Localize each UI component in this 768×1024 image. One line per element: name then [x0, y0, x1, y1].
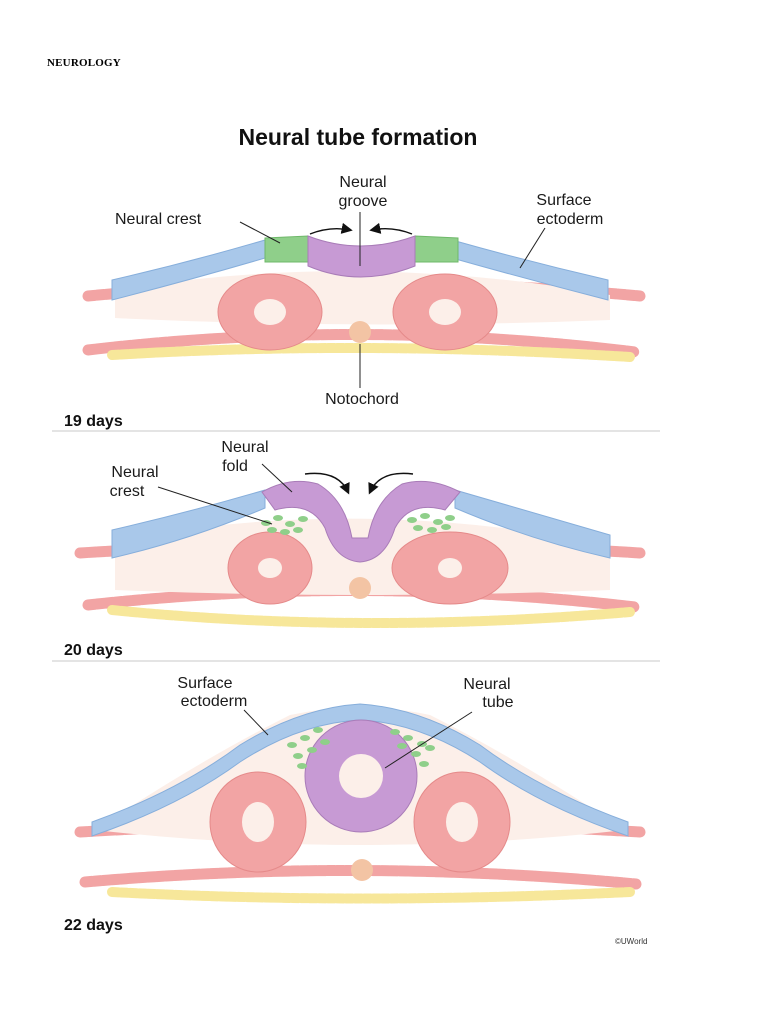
endoderm-layer — [107, 605, 635, 629]
stage-label-22-days: 22 days — [64, 917, 123, 934]
somite-left-cavity — [254, 299, 286, 325]
panel-19-days: Neural crest Neural groove Surface ectod… — [52, 174, 660, 432]
somite-right-cavity — [446, 802, 478, 842]
neural-crest-right — [414, 235, 459, 263]
neural-crest-cells-left — [287, 727, 330, 769]
endoderm-layer — [107, 342, 635, 362]
somite-left-cavity — [258, 558, 282, 578]
label-neural-fold-1: Neural — [221, 439, 268, 456]
neural-tube-lumen — [339, 754, 383, 798]
somite-right-cavity — [438, 558, 462, 578]
leader-neural-tube — [384, 711, 473, 769]
leader-neural-crest — [239, 221, 281, 244]
arrow-fold-left — [309, 222, 353, 235]
notochord — [349, 577, 371, 599]
arrow-fold-right — [369, 222, 413, 235]
label-surface-ectoderm-1: Surface — [177, 675, 232, 692]
surface-ectoderm-right — [454, 489, 611, 559]
neural-folds — [261, 480, 461, 563]
neural-crest-cells-left — [261, 515, 308, 535]
surface-ectoderm — [91, 703, 629, 837]
arrow-fold-left — [304, 472, 350, 495]
copyright-notice: ©UWorld — [615, 937, 647, 946]
label-neural-groove-1: Neural — [339, 174, 386, 191]
surface-ectoderm-left — [111, 489, 266, 559]
neural-crest-cells-right — [407, 513, 455, 533]
label-neural-fold-2: fold — [222, 458, 248, 475]
neural-plate — [307, 235, 416, 278]
leader-neural-fold — [261, 463, 293, 493]
label-neural-crest-2: crest — [110, 483, 145, 500]
label-surface-ectoderm-2: ectoderm — [537, 211, 604, 228]
panel-22-days: Surface ectoderm Neural tube 22 days ©UW… — [64, 675, 647, 946]
leader-surface-ectoderm — [519, 227, 546, 269]
stage-label-20-days: 20 days — [64, 642, 123, 659]
surface-ectoderm-right — [451, 239, 609, 301]
endoderm-layer — [107, 887, 635, 904]
label-neural-groove-2: groove — [339, 193, 388, 210]
panel-20-days: Neural fold Neural crest 20 days — [52, 439, 660, 662]
label-neural-tube-1: Neural — [463, 676, 510, 693]
label-neural-crest-1: Neural — [111, 464, 158, 481]
notochord — [351, 859, 373, 881]
label-notochord: Notochord — [325, 391, 399, 408]
label-surface-ectoderm-1: Surface — [536, 192, 591, 209]
figure-title: Neural tube formation — [239, 124, 478, 150]
leader-surface-ectoderm — [243, 709, 269, 736]
leader-neural-crest — [157, 486, 273, 525]
section-header: NEUROLOGY — [47, 57, 121, 69]
stage-label-19-days: 19 days — [64, 413, 123, 430]
notochord — [349, 321, 371, 343]
somite-left-cavity — [242, 802, 274, 842]
label-neural-crest: Neural crest — [115, 211, 202, 228]
label-neural-tube-2: tube — [482, 694, 513, 711]
somite-right-cavity — [429, 299, 461, 325]
label-surface-ectoderm-2: ectoderm — [181, 693, 248, 710]
arrow-fold-right — [368, 472, 414, 495]
neural-crest-left — [264, 235, 309, 263]
